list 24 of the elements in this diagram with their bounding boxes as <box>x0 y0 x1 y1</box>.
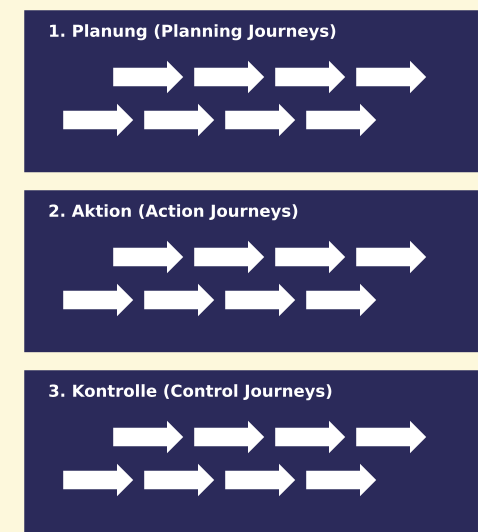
arrow-shape <box>63 284 134 316</box>
arrow-shape <box>225 284 296 316</box>
arrow-shape <box>144 104 214 136</box>
arrow-shape <box>275 60 346 94</box>
arrow-shape <box>225 104 296 136</box>
arrow-shape <box>275 420 346 454</box>
arrow-shape <box>194 420 264 454</box>
arrow-shape <box>144 464 214 496</box>
arrow-shape <box>194 60 264 94</box>
arrow-shape <box>356 60 426 94</box>
arrow-shape <box>356 420 426 454</box>
arrow-shape <box>194 240 264 274</box>
arrow-shape <box>225 464 296 496</box>
arrow-shape <box>113 240 184 274</box>
arrow-shape <box>306 284 376 316</box>
arrow-shape <box>275 240 346 274</box>
arrow-shape <box>356 240 426 274</box>
arrow-shape <box>113 60 184 94</box>
arrow-shape <box>144 284 214 316</box>
arrow-shape <box>113 420 184 454</box>
arrow-shape <box>306 464 376 496</box>
arrow-shape <box>63 464 134 496</box>
arrow-shape <box>63 104 134 136</box>
arrow-shape <box>306 104 376 136</box>
